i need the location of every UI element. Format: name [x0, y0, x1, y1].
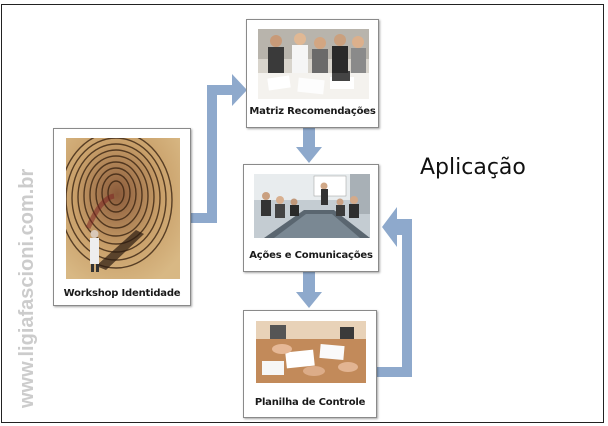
box-acoes-comunicacoes: Ações e Comunicações [243, 164, 379, 272]
boardroom-image [254, 174, 370, 238]
watermark-text: www.ligiafascioni.com.br [16, 168, 38, 409]
aplicacao-label: Aplicação [420, 155, 526, 180]
arrow-planilha-to-acoes [368, 207, 412, 377]
team-meeting-image [258, 29, 369, 99]
watermark: www.ligiafascioni.com.br [16, 168, 38, 409]
arrow-workshop-to-matriz [190, 74, 247, 223]
box-matriz-label: Matriz Recomendações [249, 106, 376, 117]
box-workshop-label: Workshop Identidade [63, 288, 181, 299]
box-planilha-label: Planilha de Controle [254, 397, 366, 408]
arrow-acoes-to-planilha [296, 272, 322, 308]
box-workshop-identidade: Workshop Identidade [53, 128, 191, 306]
box-planilha-controle: Planilha de Controle [243, 310, 377, 418]
box-matriz-recomendacoes: Matriz Recomendações [246, 19, 379, 128]
paperwork-image [256, 321, 366, 383]
arrow-matriz-to-acoes [296, 128, 322, 163]
box-acoes-label: Ações e Comunicações [249, 250, 373, 261]
fingerprint-image [66, 138, 180, 279]
